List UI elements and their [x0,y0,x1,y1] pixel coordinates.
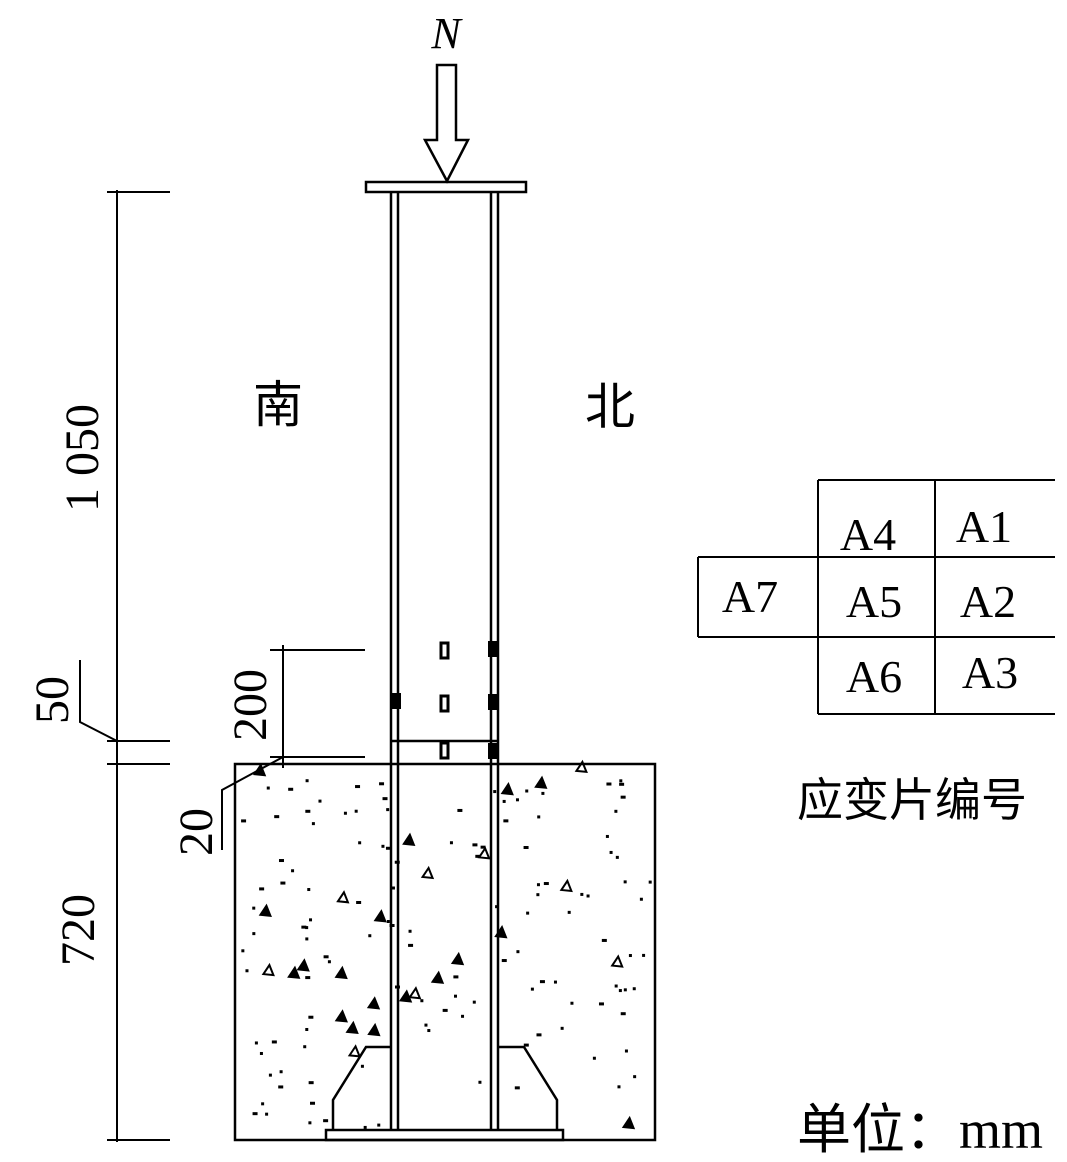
gauge-A6: A6 [846,651,902,702]
strain-gauges [392,641,499,760]
gauge-grid-caption: 应变片编号 [797,775,1027,826]
base-plate [324,1128,565,1142]
unit-label: 单位：mm [797,1100,1043,1160]
gauge-numbering-grid [697,479,1055,715]
label-south: 南 [253,377,303,433]
dimension-lines [79,190,365,1142]
steel-column [389,192,500,1130]
label-north: 北 [585,379,635,435]
stiffener-right [498,1045,559,1130]
dim-embed-depth: 720 [52,894,105,966]
top-plate [364,180,528,194]
dim-gauge-span: 200 [224,669,277,741]
gauge-A1: A1 [956,501,1012,552]
load-arrow-icon [422,63,471,184]
gauge-A3: A3 [962,647,1018,698]
gauge-A5: A5 [846,576,902,627]
gauge-A4: A4 [840,509,896,560]
stiffener-left [331,1045,391,1130]
dim-column-height: 1 050 [56,404,109,512]
concrete-footing [233,762,657,1142]
concrete-aggregate [241,759,652,1130]
gauge-A2: A2 [960,576,1016,627]
dim-gap: 50 [26,676,79,724]
load-label: N [430,9,463,58]
gauge-A7: A7 [722,571,778,622]
dim-gauge-offset: 20 [170,808,223,856]
